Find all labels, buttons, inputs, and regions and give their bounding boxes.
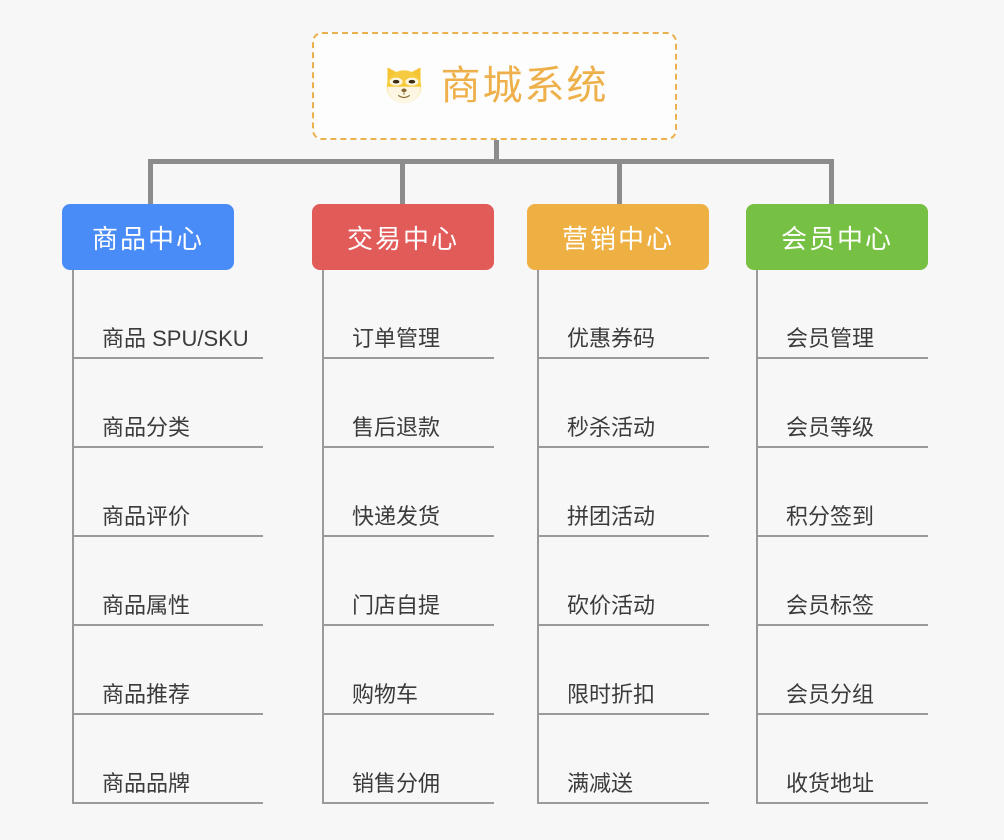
- leaf-list-1: 商品 SPU/SKU 商品分类 商品评价 商品属性 商品推荐 商品品牌: [62, 270, 263, 804]
- leaf-label: 购物车: [352, 681, 419, 707]
- list-item[interactable]: 收货地址: [756, 715, 928, 804]
- list-item[interactable]: 积分签到: [756, 448, 928, 537]
- root-title: 商城系统: [440, 64, 609, 108]
- branch-column-4: 会员中心 会员管理 会员等级 积分签到 会员标签 会员分组 收货地址: [746, 204, 928, 804]
- leaf-label: 门店自提: [352, 592, 441, 618]
- connector-drop-1: [148, 159, 153, 204]
- category-box-1[interactable]: 商品中心: [62, 204, 234, 270]
- leaf-label: 会员等级: [786, 414, 875, 440]
- leaf-label: 拼团活动: [567, 503, 656, 529]
- dog-face-icon: [381, 63, 427, 109]
- branch-spine: [322, 270, 324, 804]
- leaf-label: 商品评价: [102, 503, 191, 529]
- list-item[interactable]: 满减送: [537, 715, 709, 804]
- leaf-list-3: 优惠券码 秒杀活动 拼团活动 砍价活动 限时折扣 满减送: [527, 270, 709, 804]
- list-item[interactable]: 优惠券码: [537, 270, 709, 359]
- leaf-label: 商品属性: [102, 592, 191, 618]
- connector-drop-2: [400, 159, 405, 204]
- category-box-3[interactable]: 营销中心: [527, 204, 709, 270]
- list-item[interactable]: 商品推荐: [72, 626, 263, 715]
- leaf-label: 积分签到: [786, 503, 875, 529]
- leaf-label: 商品分类: [102, 414, 191, 440]
- connector-horizontal-bar: [148, 159, 834, 164]
- leaf-label: 商品 SPU/SKU: [102, 325, 249, 351]
- list-item[interactable]: 商品 SPU/SKU: [72, 270, 263, 359]
- list-item[interactable]: 会员等级: [756, 359, 928, 448]
- leaf-label: 收货地址: [786, 770, 875, 796]
- branch-spine: [537, 270, 539, 804]
- branch-column-2: 交易中心 订单管理 售后退款 快递发货 门店自提 购物车 销售分佣: [312, 204, 494, 804]
- list-item[interactable]: 秒杀活动: [537, 359, 709, 448]
- leaf-label: 订单管理: [352, 325, 441, 351]
- leaf-label: 会员标签: [786, 592, 875, 618]
- leaf-label: 秒杀活动: [567, 414, 656, 440]
- list-item[interactable]: 订单管理: [322, 270, 494, 359]
- leaf-label: 满减送: [567, 770, 634, 796]
- leaf-list-2: 订单管理 售后退款 快递发货 门店自提 购物车 销售分佣: [312, 270, 494, 804]
- category-label: 营销中心: [561, 223, 674, 254]
- list-item[interactable]: 砍价活动: [537, 537, 709, 626]
- leaf-label: 商品品牌: [102, 770, 191, 796]
- branch-column-3: 营销中心 优惠券码 秒杀活动 拼团活动 砍价活动 限时折扣 满减送: [527, 204, 709, 804]
- list-item[interactable]: 售后退款: [322, 359, 494, 448]
- leaf-label: 优惠券码: [567, 325, 656, 351]
- list-item[interactable]: 商品品牌: [72, 715, 263, 804]
- list-item[interactable]: 会员分组: [756, 626, 928, 715]
- list-item[interactable]: 购物车: [322, 626, 494, 715]
- list-item[interactable]: 销售分佣: [322, 715, 494, 804]
- list-item[interactable]: 限时折扣: [537, 626, 709, 715]
- leaf-label: 会员管理: [786, 325, 875, 351]
- list-item[interactable]: 门店自提: [322, 537, 494, 626]
- category-label: 商品中心: [91, 223, 204, 254]
- category-box-2[interactable]: 交易中心: [312, 204, 494, 270]
- list-item[interactable]: 会员管理: [756, 270, 928, 359]
- list-item[interactable]: 商品评价: [72, 448, 263, 537]
- connector-drop-3: [617, 159, 622, 204]
- leaf-label: 砍价活动: [567, 592, 656, 618]
- connector-drop-4: [829, 159, 834, 204]
- branch-spine: [72, 270, 74, 804]
- leaf-list-4: 会员管理 会员等级 积分签到 会员标签 会员分组 收货地址: [746, 270, 928, 804]
- leaf-label: 售后退款: [352, 414, 441, 440]
- list-item[interactable]: 拼团活动: [537, 448, 709, 537]
- list-item[interactable]: 商品属性: [72, 537, 263, 626]
- category-box-4[interactable]: 会员中心: [746, 204, 928, 270]
- connector-stem: [494, 140, 499, 162]
- branch-column-1: 商品中心 商品 SPU/SKU 商品分类 商品评价 商品属性 商品推荐 商品品牌: [62, 204, 263, 804]
- list-item[interactable]: 会员标签: [756, 537, 928, 626]
- leaf-label: 限时折扣: [567, 681, 656, 707]
- root-node[interactable]: 商城系统: [312, 32, 677, 140]
- leaf-label: 销售分佣: [352, 770, 441, 796]
- list-item[interactable]: 快递发货: [322, 448, 494, 537]
- branch-spine: [756, 270, 758, 804]
- category-label: 会员中心: [780, 223, 893, 254]
- list-item[interactable]: 商品分类: [72, 359, 263, 448]
- leaf-label: 快递发货: [352, 503, 441, 529]
- leaf-label: 商品推荐: [102, 681, 191, 707]
- leaf-label: 会员分组: [786, 681, 875, 707]
- category-label: 交易中心: [346, 223, 459, 254]
